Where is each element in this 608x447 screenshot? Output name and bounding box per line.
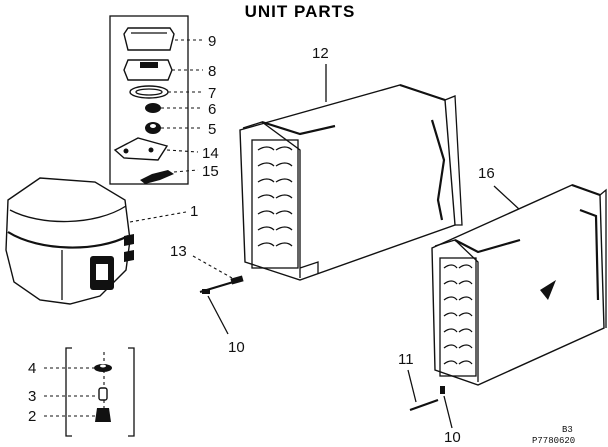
coil-12-foot [299,261,319,274]
part-pad-8 [123,59,173,81]
callout-2: 2 [28,408,36,425]
part-clip-15 [140,170,174,184]
part-plate-14-hole-b [148,147,154,153]
leader-1 [129,211,187,223]
part-nut-6 [145,103,161,113]
coil-16-fin-edge [454,238,521,254]
compressor-weld-band [7,231,129,249]
callout-16: 16 [478,165,495,182]
leader-10-b [443,395,453,429]
coil-12-top-edge [399,83,446,102]
part-plate-14 [113,137,169,161]
coil-12-body [239,84,456,281]
coil-unit-12: 12 [239,45,463,281]
coil-12-tube-face [251,139,299,269]
leader-15 [173,169,199,173]
coil-16-tubes [443,264,473,365]
coil-16-side-panel [599,188,607,328]
leader-14 [166,149,199,153]
fitting-part-10 [440,386,445,394]
diagram-title: UNIT PARTS [245,2,356,21]
callout-1: 1 [190,203,198,220]
leader-16 [493,185,521,211]
footer-code-2: P7780620 [532,436,575,446]
part-pad-8-slot [140,62,158,68]
coil-12-fin-edge [261,120,336,136]
part-cover-9 [123,27,175,51]
compressor-terminal-window [96,264,108,280]
compressor-fitting-a [124,234,134,246]
coil-16-tube-face [439,257,477,377]
callout-12: 12 [312,45,329,62]
drier-group: 13 10 [170,243,245,356]
callout-7: 7 [208,85,216,102]
mount-parts-group: 4 3 2 [28,347,135,437]
part-plate-14-hole-a [123,148,129,154]
callout-10-b: 10 [444,429,461,446]
part-grommet-2 [95,408,111,422]
leader-11 [407,369,417,403]
callout-8: 8 [208,63,216,80]
coil-16-top-edge [571,183,601,197]
part-washer-4-hole [100,364,106,368]
callout-9: 9 [208,33,216,50]
top-parts-group: 9 8 7 6 5 14 15 [109,15,219,185]
coil-12-side-panel [444,95,463,226]
part-washer-4 [94,364,112,372]
coil-16-edge-shade [579,208,600,301]
coil-16-body [431,184,605,386]
drier-end [202,289,210,294]
coil-unit-16: 16 [431,165,607,386]
coil-16-shading [540,280,556,300]
compressor-fitting-b [124,250,134,262]
tube-part-11 [409,398,439,412]
coil-12-shading [430,119,446,221]
mount-bracket-left [65,347,72,437]
callout-3: 3 [28,388,36,405]
part-gasket-7-inner [135,88,163,96]
callout-4: 4 [28,360,36,377]
leader-13 [192,255,233,279]
coil-16-front-panel [434,239,479,382]
part-grommet-5-hole [150,124,156,128]
callout-13: 13 [170,243,187,260]
part-sleeve-3 [98,387,108,401]
leader-10-a [207,295,229,335]
footer-code-1: B3 [562,425,573,435]
top-parts-frame [109,15,189,185]
callout-10-a: 10 [228,339,245,356]
callout-14: 14 [202,145,219,162]
tube-group: 11 10 [398,351,461,446]
coil-12-front-panel [242,121,301,278]
mount-bracket-right [128,347,135,437]
callout-5: 5 [208,121,216,138]
callout-15: 15 [202,163,219,180]
coil-12-tubes [257,146,293,247]
compressor-dome-seam [9,205,127,223]
compressor-group: 1 [5,177,198,305]
drier-part-13 [230,275,244,285]
callout-11: 11 [398,351,414,368]
callout-6: 6 [208,101,216,118]
